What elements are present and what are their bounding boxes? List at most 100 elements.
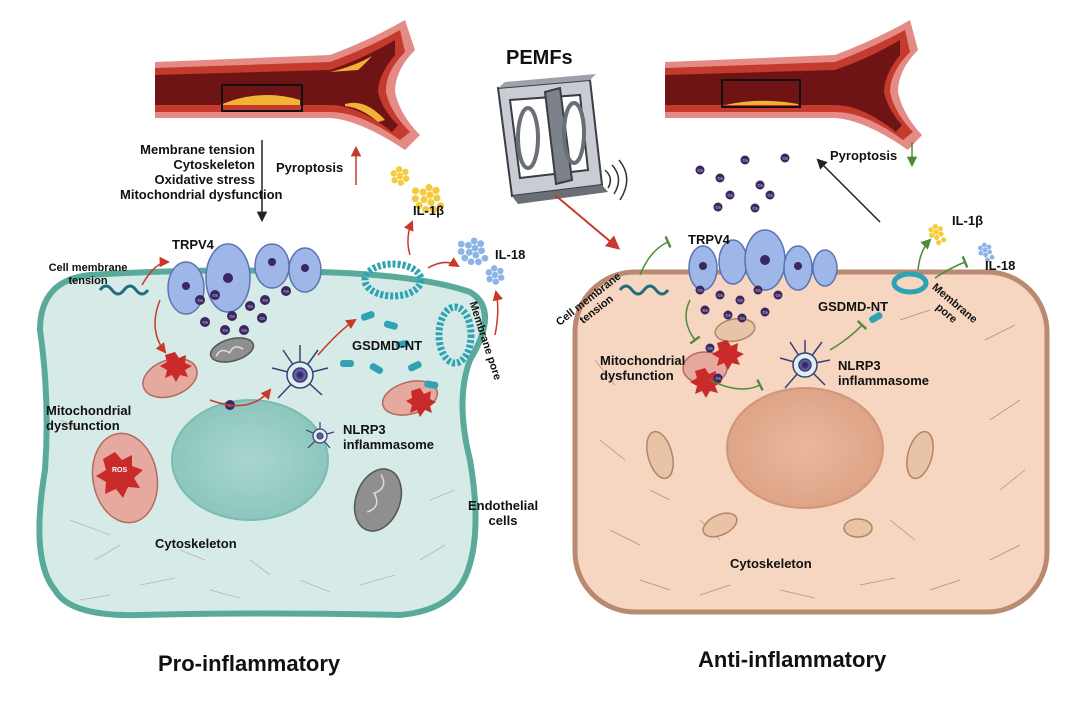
calcium-ion [695, 165, 705, 175]
calcium-ion [780, 153, 790, 163]
calcium-label: Ca [283, 289, 289, 294]
calcium-label: Ca [742, 158, 748, 163]
calcium-ion [740, 155, 750, 165]
calcium-label: Ca [241, 328, 247, 333]
calcium-label: Ca [757, 183, 763, 188]
il18-particle [486, 275, 493, 283]
il1b-particle [396, 172, 404, 180]
cause-oxidative-stress: Oxidative stress [154, 172, 255, 187]
calcium-ion [753, 285, 763, 295]
il1b-particle [427, 198, 435, 207]
il1b-particle [397, 179, 405, 186]
nlrp3-inflammasome-left [271, 345, 329, 399]
cause-mito-dysfunction: Mitochondrial dysfunction [120, 187, 283, 202]
calcium-label: Ca [259, 316, 265, 321]
cause-cytoskeleton: Cytoskeleton [173, 157, 255, 172]
zoom-box-right [721, 79, 801, 108]
pemf-device [496, 74, 628, 204]
arrows-right [639, 142, 969, 391]
il18-particle [471, 244, 479, 252]
calcium-ion [723, 310, 733, 320]
calcium-label: Ca [197, 298, 203, 303]
trpv4-label-left: TRPV4 [172, 237, 214, 252]
tension-wave-right [618, 284, 670, 296]
calcium-label: Ca [715, 376, 721, 381]
calcium-ion [281, 286, 291, 296]
tension-wave-left [98, 284, 150, 296]
il1b-particle [932, 223, 938, 230]
cytoskeleton-label-right: Cytoskeleton [730, 556, 812, 571]
nlrp3-inflammasome-right [779, 340, 831, 389]
il18-particle [457, 248, 465, 255]
il18-particle [981, 242, 987, 248]
calcium-label: Ca [202, 320, 208, 325]
il18-label-left: IL-18 [495, 247, 526, 262]
il1b-particle [938, 231, 944, 237]
il1b-particle [390, 170, 398, 177]
cytoskeleton-label-left: Cytoskeleton [155, 536, 237, 551]
calcium-ion [765, 190, 775, 200]
il18-particle [497, 267, 504, 275]
calcium-label: Ca [212, 293, 218, 298]
calcium-label: Ca [717, 293, 723, 298]
calcium-ion [755, 180, 765, 190]
trpv4-channels-right [688, 229, 838, 291]
il18-particle [461, 254, 469, 262]
mitochondria-right [646, 317, 934, 538]
calcium-label: Ca [737, 298, 743, 303]
il1b-particle [402, 168, 409, 176]
pro-inflammatory-title: Pro-inflammatory [158, 651, 341, 676]
calcium-label: Ca [707, 346, 713, 351]
il18-cluster-left [457, 237, 505, 285]
il18-particle [490, 265, 498, 272]
calcium-ion [195, 295, 205, 305]
calcium-label: Ca [739, 316, 745, 321]
il1b-label-right: IL-1β [952, 213, 984, 228]
calcium-ion [737, 313, 747, 323]
il1b-particle [395, 166, 403, 173]
calcium-ion [245, 301, 255, 311]
calcium-ion [715, 290, 725, 300]
gsdmd-label-left: GSDMD-NT [352, 338, 423, 353]
calcium-ion [725, 190, 735, 200]
il1b-particle [420, 195, 428, 204]
blood-vessel-right [665, 20, 922, 150]
il18-particle [989, 254, 995, 260]
cause-membrane-tension: Membrane tension [140, 142, 255, 157]
il18-particle [472, 251, 480, 259]
il1b-particle [391, 176, 398, 184]
il1b-particle [934, 234, 940, 241]
il1b-particle [426, 191, 434, 199]
calcium-ion [239, 325, 249, 335]
blood-vessel-left [155, 20, 420, 150]
calcium-label: Ca [752, 206, 758, 211]
nlrp3-label-left: NLRP3 inflammasome [343, 422, 435, 452]
il1b-particle [411, 187, 420, 195]
il1b-label-left: IL-1β [413, 203, 445, 218]
il18-particle [485, 269, 493, 276]
trpv4-label-right: TRPV4 [688, 232, 730, 247]
mito-dysfunction-label-left: Mitochondrial dysfunction [46, 403, 132, 433]
il18-particle [987, 249, 993, 255]
calcium-label: Ca [697, 288, 703, 293]
calcium-ion [760, 307, 770, 317]
calcium-label: Ca [222, 328, 228, 333]
membrane-tension-label-left: Cell membrane tension [48, 262, 128, 287]
nlrp3-inflammasome-left-small [305, 422, 335, 449]
calcium-ion [700, 305, 710, 315]
il1b-particle [402, 175, 410, 182]
calcium-label: Ca [727, 193, 733, 198]
il18-label-right: IL-18 [985, 258, 1016, 273]
calcium-label: Ca [247, 304, 253, 309]
nucleus-left [171, 399, 329, 521]
pemfs-label: PEMFs [506, 47, 573, 69]
calcium-ion [210, 290, 220, 300]
zoom-box-left [221, 84, 303, 112]
il18-particle [465, 241, 472, 249]
calcium-label: Ca [782, 156, 788, 161]
il1b-particle [432, 186, 440, 195]
pyroptosis-label-left: Pyroptosis [276, 160, 344, 175]
calcium-ion [220, 325, 230, 335]
